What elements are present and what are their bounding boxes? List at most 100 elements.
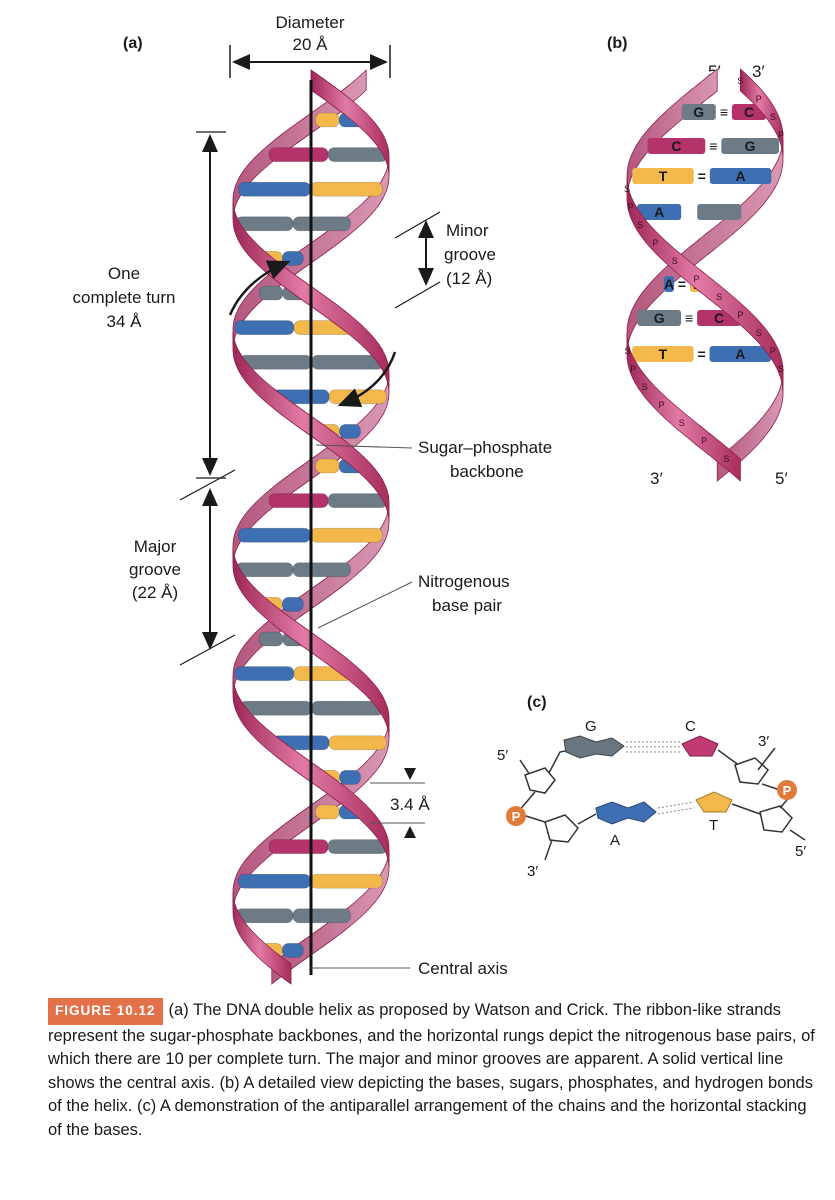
b-base-left-label: A xyxy=(654,204,664,220)
b-backbone-mark: S xyxy=(637,220,643,230)
c-phosphate-left-label: P xyxy=(512,809,521,824)
c-base-c-label: C xyxy=(685,718,696,735)
basepair-label-2: base pair xyxy=(432,596,502,615)
b-backbone-mark: P xyxy=(770,346,776,356)
base-pair-rung-left xyxy=(315,458,340,474)
c-hbonds-at xyxy=(657,801,695,815)
rise-arrow-down xyxy=(404,768,416,780)
b-backbone-mark: S xyxy=(624,184,630,194)
base-pair-rung-right xyxy=(282,943,304,958)
c-bottom-left-tail xyxy=(544,839,553,861)
base-pair-rung-right xyxy=(310,527,383,543)
base-pair-rung-left xyxy=(268,147,329,162)
b-base-right xyxy=(709,168,772,184)
backbone-strand-2-front-2 xyxy=(232,891,292,985)
b-hbond-label: ≡ xyxy=(685,310,693,326)
c-top-right-tail xyxy=(757,747,781,791)
base-pair-rung-right xyxy=(292,562,351,578)
c-phosphate-left-icon xyxy=(506,806,526,826)
c-top-left-end: 5′ xyxy=(497,747,508,764)
b-backbone-mark: P xyxy=(737,310,743,320)
dna-figure: (a) Diameter 20 Å Central axis One compl… xyxy=(73,13,806,985)
c-phosphate-right-label: P xyxy=(783,783,792,798)
c-base-a-label: A xyxy=(610,832,620,849)
base-pair-rung-left xyxy=(268,493,329,508)
figure-caption: FIGURE 10.12(a) The DNA double helix as … xyxy=(48,998,818,1142)
b-backbone-mark: S xyxy=(624,346,630,356)
c-link-t-sugar xyxy=(731,803,761,815)
panel-c-label: (c) xyxy=(527,694,547,711)
c-sugar-top-left xyxy=(524,767,556,794)
b-backbone-mark: S xyxy=(723,454,729,464)
c-phosphate-right-icon xyxy=(777,780,797,800)
b-base-left xyxy=(681,104,716,120)
c-bottom-right-end: 5′ xyxy=(795,843,806,860)
base-pair-rung-right xyxy=(327,839,388,854)
rotation-arrow-up xyxy=(228,260,291,316)
turn-label-3: 34 Å xyxy=(107,312,143,331)
b-backbone-mark: S xyxy=(770,112,776,122)
b-backbone-mark: P xyxy=(756,94,762,104)
b-hbond-label: ≡ xyxy=(720,104,728,120)
b-base-right xyxy=(721,138,779,154)
b-base-left xyxy=(637,204,682,220)
b-bottom-left-end: 3′ xyxy=(650,469,663,488)
c-sugar-top-right xyxy=(734,757,769,785)
basepair-label-1: Nitrogenous xyxy=(418,572,510,591)
base-pair-rung-right xyxy=(327,493,388,508)
diameter-value: 20 Å xyxy=(293,35,329,54)
base-pair-rung-right xyxy=(310,181,383,197)
c-base-t-label: T xyxy=(709,817,718,834)
b-base-right-label: G xyxy=(745,138,756,154)
b-base-right-label: C xyxy=(714,310,724,326)
c-top-right-end: 3′ xyxy=(758,733,769,750)
minor-label-3: (12 Å) xyxy=(446,269,492,288)
c-bottom-right-tail xyxy=(779,799,806,841)
c-sugar-bottom-left xyxy=(544,814,579,843)
b-backbone-mark: S xyxy=(737,76,743,86)
base-pair-rung-left xyxy=(238,873,311,889)
b-backbone-mark: S xyxy=(716,292,722,302)
b-base-left xyxy=(632,346,694,362)
b-base-left-label: G xyxy=(693,104,704,120)
backbone-strand-1-front-0 xyxy=(310,69,390,175)
c-bottom-left-end: 3′ xyxy=(527,863,538,880)
b-backbone-mark: P xyxy=(630,364,636,374)
base-pair-rung-left xyxy=(268,839,329,854)
base-pair-rung-right xyxy=(328,735,387,751)
b-backbone-mark: P xyxy=(627,202,633,212)
b-base-left-label: T xyxy=(659,168,668,184)
b-base-left xyxy=(663,276,674,292)
b-bottom-right-end: 5′ xyxy=(775,469,788,488)
b-hbond-label: = xyxy=(698,346,706,362)
b-backbone-mark: P xyxy=(652,238,658,248)
c-link-right-top xyxy=(717,749,741,767)
base-pair-rung-right xyxy=(327,147,388,162)
b-hbond-label: ≡ xyxy=(709,138,717,154)
c-link-sugar-a xyxy=(577,813,597,825)
c-link-left-bottom xyxy=(525,815,546,823)
b-backbone-mark: S xyxy=(679,418,685,428)
base-pair-rung-left xyxy=(238,527,311,543)
base-pair-rung-right xyxy=(339,770,361,785)
c-base-c-shape xyxy=(681,735,719,757)
c-sugar-bottom-right xyxy=(759,805,793,833)
diameter-label: Diameter xyxy=(276,13,345,32)
backbone-strand-2-back-0 xyxy=(232,69,367,220)
b-base-right xyxy=(709,346,771,362)
panel-c: (c) G C 3′ 5′ P P 3′ A xyxy=(497,694,806,880)
c-base-g-label: G xyxy=(585,718,597,735)
b-backbone-mark: P xyxy=(658,400,664,410)
b-backbone-mark: P xyxy=(778,130,784,140)
base-pair-rung-left xyxy=(235,908,294,924)
b-base-left-label: A xyxy=(664,276,674,292)
base-pair-rung-left xyxy=(315,804,340,820)
backbone-label-2: backbone xyxy=(450,462,524,481)
c-base-t-shape xyxy=(695,791,733,813)
base-pair-rung-right xyxy=(311,700,384,716)
panel-a: (a) Diameter 20 Å Central axis One compl… xyxy=(73,13,552,985)
major-tick-bottom xyxy=(179,634,236,666)
base-pair-rung-right xyxy=(339,424,361,439)
b-base-right-label: A xyxy=(735,346,745,362)
major-label-2: groove xyxy=(129,560,181,579)
